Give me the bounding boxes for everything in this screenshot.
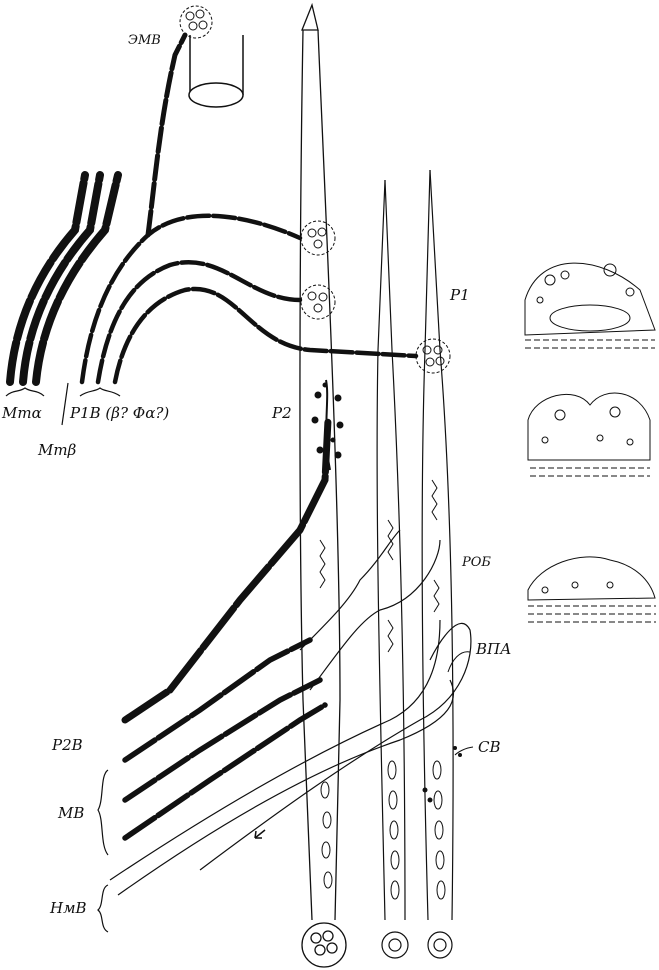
leader-lines: [447, 651, 474, 756]
inset-p1-ultrastructure: [524, 262, 656, 349]
motor-axons: [6, 32, 419, 841]
annulospiral-endings: [319, 479, 440, 653]
intrafusal-fiber-right: [421, 169, 454, 959]
label-mv: МВ: [57, 804, 84, 822]
intrafusal-fiber-large: [299, 2, 347, 968]
label-mtalpha: Мтα: [1, 404, 42, 422]
label-p2b: P2B: [51, 736, 83, 754]
inset-p2-ultrastructure: [527, 392, 651, 477]
p2-trail-ending: [311, 379, 344, 471]
brackets: [5, 382, 121, 933]
extrafusal-fiber-cylinder: [188, 35, 244, 108]
label-mtbeta: Мтβ: [37, 441, 77, 459]
label-vpa: ВПА: [475, 640, 511, 658]
emv-motor-plate: [179, 5, 213, 39]
sensory-afferents: [109, 529, 472, 896]
label-p1: P1: [449, 286, 470, 304]
label-emv: ЭМВ: [128, 33, 161, 48]
label-sv: СВ: [478, 738, 501, 756]
p1-motor-plates: [300, 220, 451, 374]
label-rob: РОБ: [461, 555, 491, 570]
intrafusal-fiber-middle: [376, 179, 409, 959]
label-nmv: НмВ: [49, 899, 87, 917]
label-p2: P2: [271, 404, 292, 422]
nuclear-chain: [320, 760, 446, 900]
sv-endings: [422, 746, 462, 803]
label-p1b-group: P1B (β? Фα?): [69, 404, 169, 422]
inset-rob-ultrastructure: [527, 556, 656, 623]
